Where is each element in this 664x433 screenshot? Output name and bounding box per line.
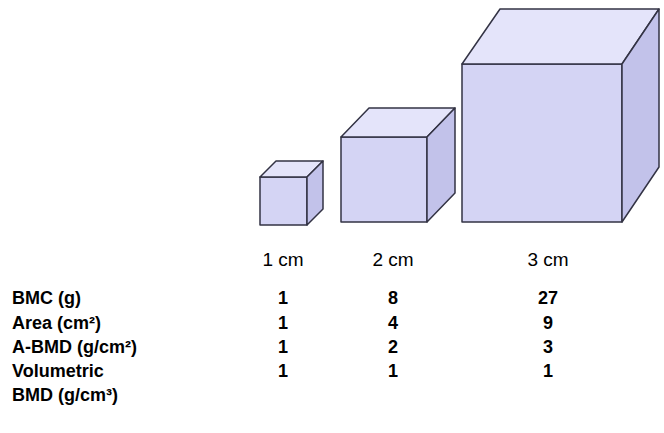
dimension-label: 2 cm: [333, 248, 453, 272]
table-cell: 1: [488, 359, 608, 383]
dimension-label: 1 cm: [223, 248, 343, 272]
table-cell: 27: [488, 286, 608, 310]
large-cube: [462, 9, 659, 222]
table-cell: 8: [333, 286, 453, 310]
table-cell: 3: [488, 335, 608, 359]
medium-cube: [341, 108, 455, 222]
table-cell: 1: [223, 359, 343, 383]
table-cell: 1: [333, 359, 453, 383]
row-label: BMC (g): [12, 286, 232, 310]
row-label: A-BMD (g/cm²): [12, 335, 232, 359]
table-cell: 1: [223, 335, 343, 359]
table-cell: 2: [333, 335, 453, 359]
table-cell: 4: [333, 311, 453, 335]
table-cell: 1: [223, 286, 343, 310]
table-cell: 9: [488, 311, 608, 335]
small-cube: [260, 161, 323, 225]
row-label: Volumetric BMD (g/cm³): [12, 359, 124, 407]
table-cell: 1: [223, 311, 343, 335]
row-label: Area (cm²): [12, 311, 232, 335]
dimension-label: 3 cm: [488, 248, 608, 272]
